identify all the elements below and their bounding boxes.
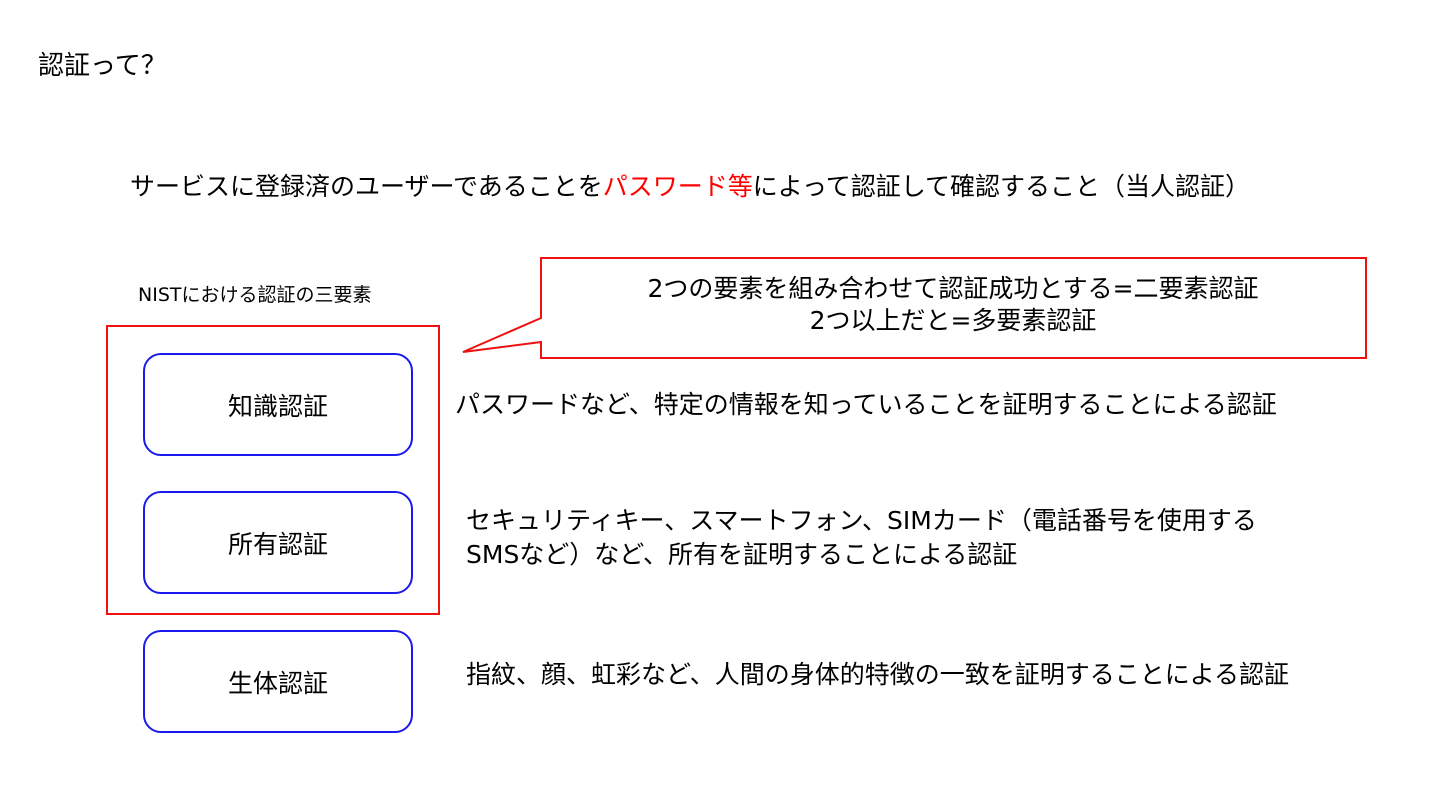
definition-highlight: パスワード等: [602, 172, 753, 201]
two-factor-group-frame: [106, 325, 440, 615]
definition-text: サービスに登録済のユーザーであることをパスワード等によって認証して確認すること（…: [130, 169, 1250, 205]
factor-desc-possession-line-1: セキュリティキー、スマートフォン、SIMカード（電話番号を使用する: [466, 506, 1257, 535]
factor-desc-possession: セキュリティキー、スマートフォン、SIMカード（電話番号を使用する SMSなど）…: [466, 504, 1257, 572]
factor-label-knowledge: 知識認証: [227, 391, 328, 421]
page-title: 認証って？: [38, 51, 167, 81]
factor-desc-knowledge-line-1: パスワードなど、特定の情報を知っていることを証明することによる認証: [455, 390, 1277, 419]
callout-line-1: 2つの要素を組み合わせて認証成功とする=二要素認証: [647, 274, 1259, 303]
factor-desc-biometric: 指紋、顔、虹彩など、人間の身体的特徴の一致を証明することによる認証: [466, 658, 1289, 692]
callout-text: 2つの要素を組み合わせて認証成功とする=二要素認証 2つ以上だと=多要素認証: [540, 273, 1366, 337]
group-label: NISTにおける認証の三要素: [138, 284, 372, 306]
definition-before: サービスに登録済のユーザーであることを: [130, 172, 603, 201]
factor-box-possession: 所有認証: [143, 491, 413, 594]
definition-after: によって認証して確認すること（当人認証）: [752, 172, 1251, 201]
factor-label-possession: 所有認証: [227, 529, 328, 559]
callout-line-2: 2つ以上だと=多要素認証: [809, 306, 1097, 335]
factor-desc-biometric-line-1: 指紋、顔、虹彩など、人間の身体的特徴の一致を証明することによる認証: [466, 660, 1290, 689]
factor-label-biometric: 生体認証: [227, 668, 328, 698]
factor-desc-knowledge: パスワードなど、特定の情報を知っていることを証明することによる認証: [455, 388, 1277, 422]
factor-box-knowledge: 知識認証: [143, 353, 413, 456]
factor-box-biometric: 生体認証: [143, 630, 413, 733]
factor-desc-possession-line-2: SMSなど）など、所有を証明することによる認証: [466, 540, 1018, 569]
